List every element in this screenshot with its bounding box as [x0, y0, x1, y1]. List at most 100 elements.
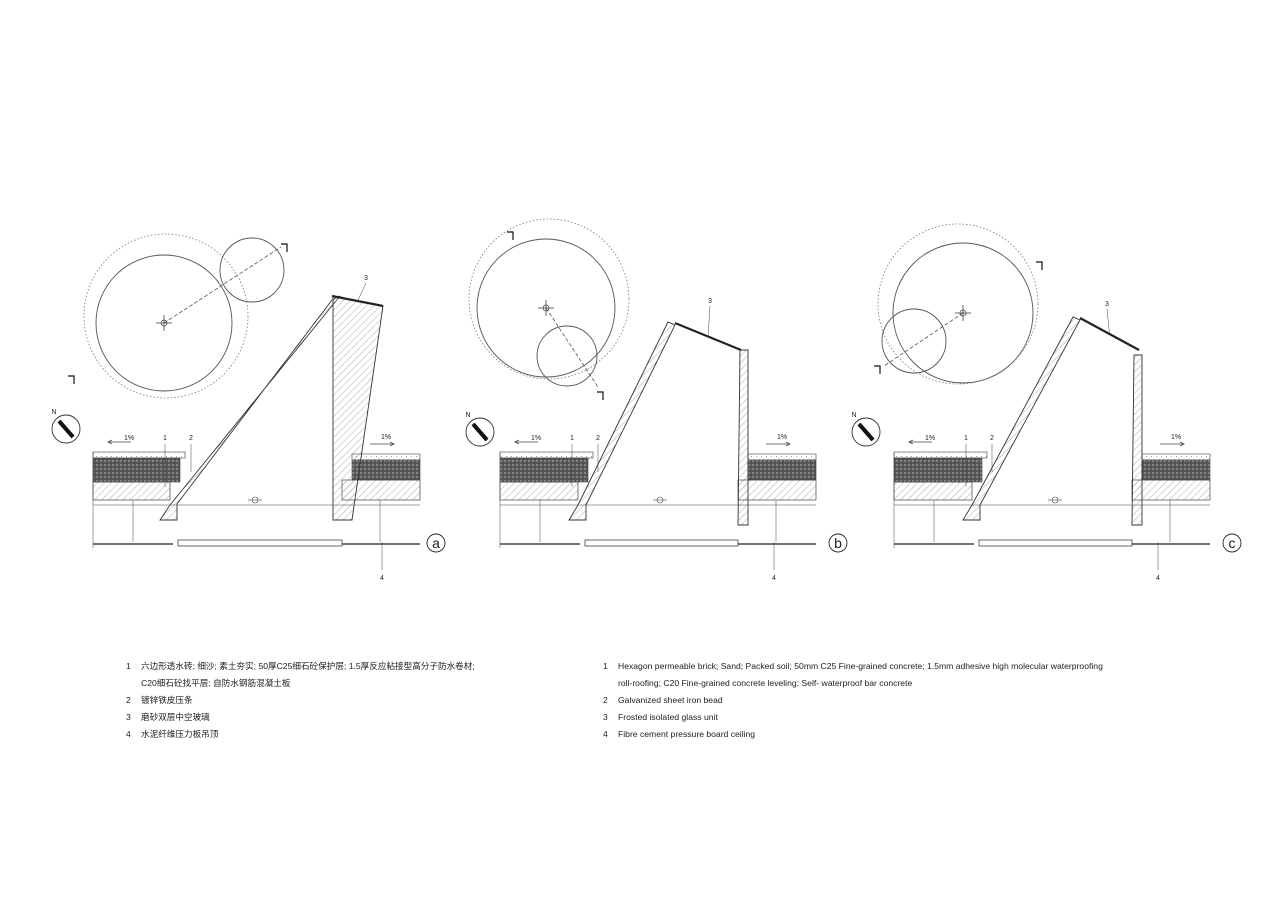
sun-axis-line — [545, 307, 599, 388]
ceiling-light-panel — [177, 539, 343, 547]
legend-item-number: 3 — [126, 712, 131, 722]
callout-3: 3 — [1105, 301, 1109, 308]
sun-circle-small — [881, 308, 947, 374]
roof-soil-layer-right — [351, 459, 421, 481]
callout-2: 2 — [990, 435, 994, 442]
section-label-circle — [1222, 533, 1242, 553]
legend-item: 3 Frosted isolated glass unit — [603, 709, 1163, 726]
section-cut-marker-2 — [68, 375, 75, 384]
wall-right — [737, 349, 749, 526]
legend-item-line: Hexagon permeable brick; Sand; Packed so… — [618, 661, 1103, 671]
slope-arrowhead-right — [785, 441, 791, 447]
north-label: N — [851, 412, 856, 419]
legend-item-line: C20细石砼找平层; 自防水钢筋混凝土板 — [141, 678, 291, 688]
roof-paving-layer-left — [92, 451, 186, 459]
legend-item-line: Fibre cement pressure board ceiling — [618, 729, 756, 739]
sun-circle-small — [536, 325, 598, 387]
slope-label-left: 1% — [925, 435, 935, 442]
legend-item-number: 2 — [126, 695, 131, 705]
sloped-wall-left — [962, 316, 1081, 521]
slope-arrowhead-right — [1179, 441, 1185, 447]
section-cut-marker-1 — [1036, 261, 1043, 270]
ceiling-center-mark — [1051, 496, 1059, 504]
callout-1: 1 — [163, 435, 167, 442]
legend-item: 4 Fibre cement pressure board ceiling — [603, 726, 1163, 743]
legend-item: 2 镀锌铁皮压条 — [126, 692, 546, 709]
legend-item-number: 1 — [126, 661, 131, 671]
north-label: N — [465, 412, 470, 419]
roof-soil-layer-right — [747, 459, 817, 481]
roof-slab-right — [1131, 479, 1211, 501]
north-arrow-needle — [57, 419, 75, 439]
callout-3-leader — [1106, 308, 1110, 335]
callout-4: 4 — [380, 575, 384, 582]
north-label: N — [51, 409, 56, 416]
legend-item-text: 水泥纤维压力板吊顶 — [141, 726, 546, 743]
roof-soil-layer-right — [1141, 459, 1211, 481]
legend-item: 3 磨砂双层中空玻璃 — [126, 709, 546, 726]
callout-2: 2 — [189, 435, 193, 442]
sun-circle-small — [219, 237, 285, 303]
roof-paving-layer-right — [351, 453, 421, 461]
slope-label-right: 1% — [381, 434, 391, 441]
wall-right — [1131, 354, 1143, 526]
ceiling-light-panel — [978, 539, 1133, 547]
legend-item-line: Galvanized sheet iron bead — [618, 695, 723, 705]
ceiling-center-mark — [656, 496, 664, 504]
roof-paving-layer-left — [499, 451, 594, 459]
legend-item: 1 六边形透水砖; 细沙; 素土夯实; 50厚C25细石砼保护层; 1.5厚反应粘… — [126, 658, 546, 692]
legend-item-text: Galvanized sheet iron bead — [618, 692, 1163, 709]
roof-soil-layer-left — [92, 457, 181, 483]
ceiling-light-panel — [584, 539, 739, 547]
legend-item: 4 水泥纤维压力板吊顶 — [126, 726, 546, 743]
slope-arrowhead-right — [389, 441, 395, 447]
roof-slab-left — [893, 481, 973, 501]
roof-soil-layer-left — [499, 457, 589, 483]
callout-3-leader — [357, 282, 367, 302]
legend-item-line: 磨砂双层中空玻璃 — [141, 712, 210, 722]
section-label: b — [834, 535, 842, 551]
slope-arrowhead-left — [514, 439, 520, 445]
callout-1: 1 — [964, 435, 968, 442]
legend-english: 1 Hexagon permeable brick; Sand; Packed s… — [603, 658, 1163, 743]
sun-circle-dotted — [877, 223, 1039, 385]
center-mark-ring — [160, 319, 168, 327]
legend-item-text: Fibre cement pressure board ceiling — [618, 726, 1163, 743]
roof-paving-layer-right — [1141, 453, 1211, 461]
section-label-circle — [828, 533, 848, 553]
callout-4: 4 — [772, 575, 776, 582]
ceiling-center-mark — [251, 496, 259, 504]
sun-circle-dotted — [83, 233, 249, 399]
slope-arrowhead-left — [908, 439, 914, 445]
legend-item-number: 1 — [603, 661, 608, 671]
sloped-wall-left — [159, 295, 341, 521]
roof-slab-right — [737, 479, 817, 501]
sloped-wall-left — [568, 321, 676, 521]
legend-item-number: 4 — [603, 729, 608, 739]
legend-item-text: Hexagon permeable brick; Sand; Packed so… — [618, 658, 1163, 692]
legend-item-number: 3 — [603, 712, 608, 722]
roof-slab-left — [499, 481, 579, 501]
slope-label-left: 1% — [531, 435, 541, 442]
section-cut-marker-2 — [597, 391, 604, 400]
legend-item-line: 六边形透水砖; 细沙; 素土夯实; 50厚C25细石砼保护层; 1.5厚反应粘接… — [141, 661, 475, 671]
sun-circle-large — [892, 242, 1034, 384]
legend-item-line: 水泥纤维压力板吊顶 — [141, 729, 219, 739]
sun-axis-line — [883, 312, 964, 367]
legend-item-text: 镀锌铁皮压条 — [141, 692, 546, 709]
slope-label-right: 1% — [777, 434, 787, 441]
callout-1: 1 — [570, 435, 574, 442]
legend-item-line: Frosted isolated glass unit — [618, 712, 718, 722]
legend-chinese: 1 六边形透水砖; 细沙; 素土夯实; 50厚C25细石砼保护层; 1.5厚反应粘… — [126, 658, 546, 743]
roof-paving-layer-left — [893, 451, 988, 459]
legend-item-number: 4 — [126, 729, 131, 739]
slope-label-right: 1% — [1171, 434, 1181, 441]
north-arrow-needle — [857, 422, 875, 442]
north-arrow-circle — [465, 417, 495, 447]
section-label: c — [1229, 535, 1236, 551]
roof-soil-layer-left — [893, 457, 983, 483]
